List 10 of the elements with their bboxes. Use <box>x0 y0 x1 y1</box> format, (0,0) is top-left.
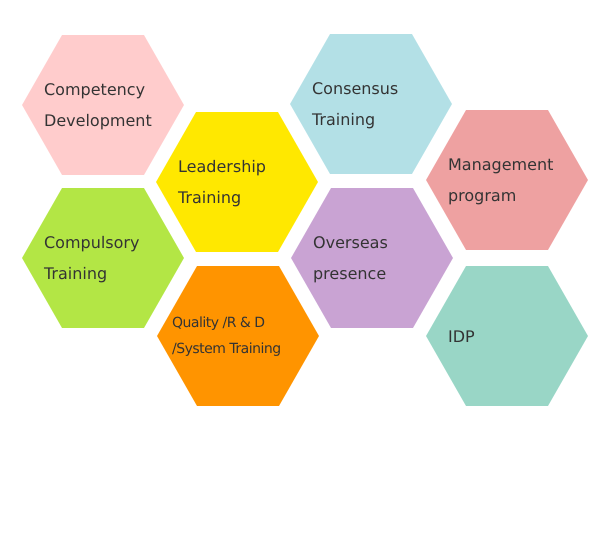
hexagon-label: IDP <box>448 326 476 348</box>
hexagon-label: Consensus Training <box>312 78 400 131</box>
hexagon-label: Quality /R & D /System Training <box>172 314 282 359</box>
hexagon-label: Management program <box>448 154 554 207</box>
hexagon <box>426 266 588 406</box>
hexagon-label: Competency Development <box>44 79 153 132</box>
hexagon-label: Compulsory Training <box>44 232 140 285</box>
hexagon-label: Leadership Training <box>178 156 267 209</box>
hexagon-label: Overseas presence <box>313 232 389 285</box>
hexagon <box>426 110 588 250</box>
